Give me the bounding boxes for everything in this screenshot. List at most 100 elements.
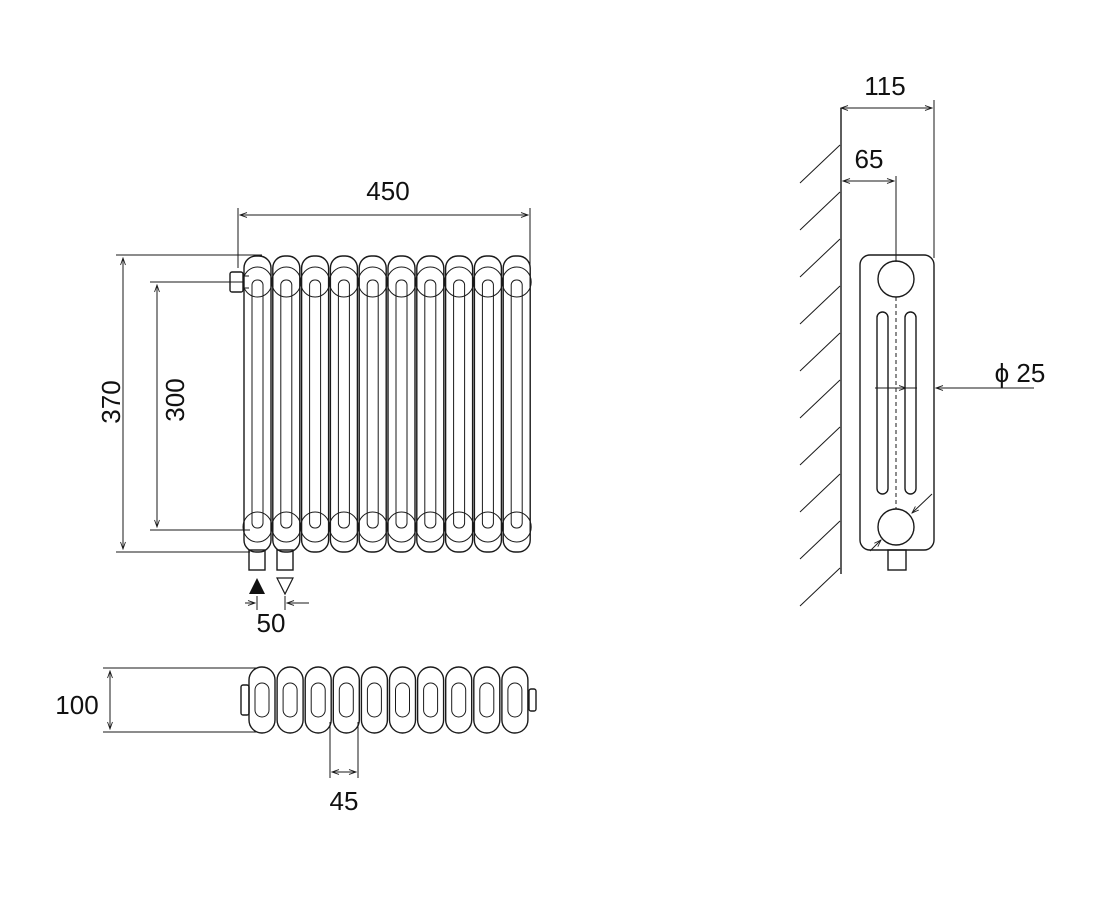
top-section-inner (254, 682, 270, 718)
top-section-inner (423, 682, 439, 718)
hatch-line (799, 379, 841, 419)
dim-pipe-spacing-label: 50 (257, 608, 286, 638)
section-column (329, 255, 359, 553)
section-tube (424, 279, 437, 529)
top-section-outline (501, 666, 529, 734)
top-section (501, 666, 529, 734)
hatch-line (799, 332, 841, 372)
dim-pipe-diameter: ϕ 25 (869, 358, 1046, 552)
hatch-line (799, 238, 841, 278)
section-tube (337, 279, 350, 529)
section-column (272, 255, 301, 553)
section-header-bottom (328, 511, 359, 543)
hatch-line (799, 285, 841, 325)
section-tube (366, 279, 379, 529)
section-header-bottom (472, 511, 503, 543)
section-column (502, 255, 531, 553)
front-section (328, 255, 359, 553)
section-header-top (472, 266, 503, 298)
slot-left (876, 311, 889, 495)
hatch-line (799, 567, 841, 607)
dim-section-pitch-label: 45 (330, 786, 359, 816)
section-tube (251, 279, 264, 529)
top-section-inner (451, 682, 467, 718)
top-pipe-circle (877, 260, 915, 298)
top-section (304, 666, 332, 734)
dim-pipe-diameter-label: ϕ 25 (995, 358, 1046, 388)
top-right-plug (528, 688, 537, 712)
dim-side-depth-total: 115 (841, 71, 935, 258)
section-tube (510, 279, 523, 529)
section-header-top (300, 266, 331, 298)
top-section-inner (310, 682, 326, 718)
top-section (388, 666, 417, 734)
section-header-top (271, 266, 302, 298)
front-section (386, 255, 417, 553)
section-header-top (357, 266, 388, 298)
front-section (271, 255, 302, 553)
front-section (444, 255, 475, 553)
hatch-line (799, 144, 841, 184)
dim-front-width-label: 450 (366, 176, 409, 206)
front-section (415, 255, 446, 553)
section-column (358, 255, 387, 553)
slot-right (904, 311, 917, 495)
top-left-plug (240, 684, 250, 716)
section-header-bottom (242, 511, 273, 543)
section-header-bottom (300, 511, 331, 543)
section-header-bottom (415, 511, 446, 543)
top-section (473, 666, 501, 734)
wall (799, 108, 842, 607)
section-header-top (444, 266, 475, 298)
section-header-top (415, 266, 446, 298)
flow-in-icon (249, 578, 265, 594)
outlet-pipe (276, 549, 294, 571)
dim-side-wall-to-center-label: 65 (855, 144, 884, 174)
top-section-outline (332, 666, 360, 734)
bottom-pipe-circle (877, 508, 915, 546)
section-tube (280, 279, 293, 529)
section-header-top (328, 266, 359, 298)
top-section-inner (479, 682, 495, 718)
top-section (360, 666, 389, 734)
hatch-line (799, 473, 841, 513)
dim-front-width: 450 (237, 176, 531, 268)
section-header-bottom (501, 511, 532, 543)
wall-hatch (799, 144, 841, 607)
top-sections (248, 666, 529, 734)
top-section-outline (473, 666, 501, 734)
top-section-outline (248, 666, 276, 734)
top-section-inner (366, 682, 382, 718)
hatch-line (799, 191, 841, 231)
section-column (473, 255, 503, 553)
top-section-outline (388, 666, 417, 734)
front-view: 450 370 300 50 (96, 176, 532, 638)
dim-front-height-centers-label: 300 (160, 378, 190, 421)
section-tube (309, 279, 322, 529)
side-view: 115 65 ϕ 25 (799, 71, 1046, 607)
dim-front-height-total-label: 370 (96, 380, 126, 423)
top-section (276, 666, 304, 734)
top-section-inner (395, 682, 410, 718)
dim-side-wall-to-center: 65 (843, 144, 897, 262)
top-section (248, 666, 276, 734)
section-column (300, 255, 330, 553)
front-section (357, 255, 388, 553)
top-section-inner (282, 682, 298, 718)
front-section (242, 255, 273, 553)
dim-front-height-total: 370 (96, 254, 262, 553)
air-vent (229, 271, 249, 293)
top-view: 100 45 (55, 666, 537, 816)
section-header-top (242, 266, 273, 298)
top-section-outline (276, 666, 304, 734)
top-section (332, 666, 360, 734)
top-section-outline (360, 666, 389, 734)
section-column (243, 255, 272, 553)
inlet-pipe (248, 549, 266, 571)
front-section (300, 255, 331, 553)
top-section-inner (338, 682, 354, 718)
front-section (501, 255, 532, 553)
side-outlet-pipe (887, 549, 907, 571)
front-sections (242, 255, 532, 553)
